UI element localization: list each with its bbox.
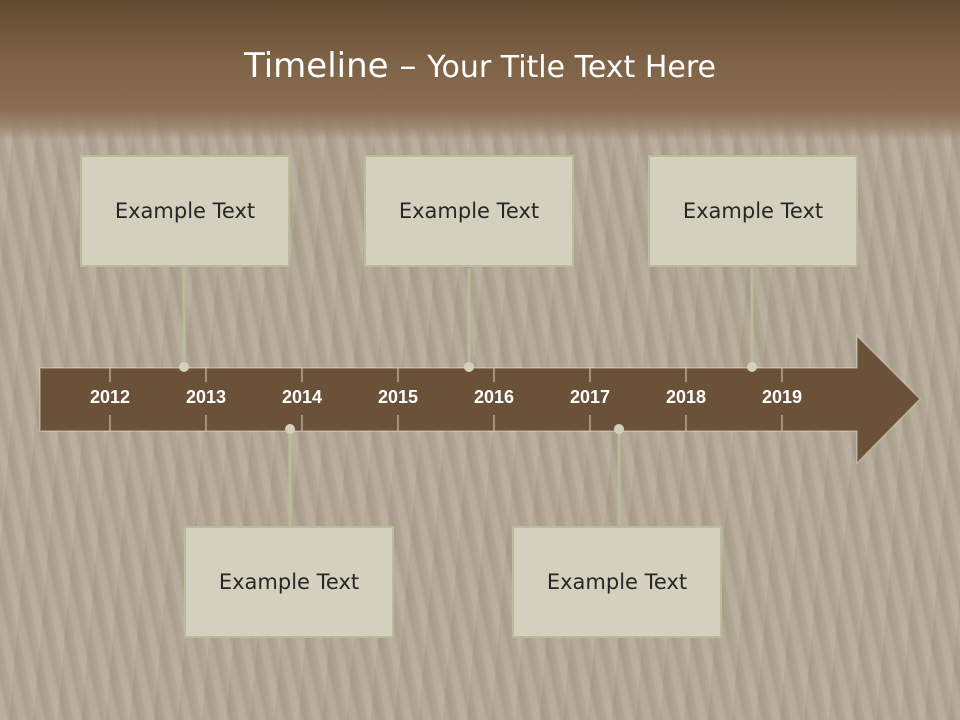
year-label-2018: 2018 [666,387,706,407]
event-box-1[interactable]: Example Text [80,155,290,267]
year-label-2014: 2014 [282,387,322,407]
event-box-2[interactable]: Example Text [364,155,574,267]
connector-dot-3 [747,362,757,372]
year-label-2017: 2017 [570,387,610,407]
connector-dot-5 [614,424,624,434]
event-box-5[interactable]: Example Text [512,526,722,638]
year-label-2013: 2013 [186,387,226,407]
event-text-3: Example Text [682,199,824,223]
timeline-arrow [39,334,922,465]
year-label-2019: 2019 [762,387,802,407]
event-text-1: Example Text [114,199,256,223]
year-label-2016: 2016 [474,387,514,407]
slide-title[interactable]: Timeline – Your Title Text Here [0,44,960,90]
title-bar [0,0,960,140]
year-label-2015: 2015 [378,387,418,407]
event-text-5: Example Text [546,570,688,594]
event-box-3[interactable]: Example Text [648,155,858,267]
event-text-2: Example Text [398,199,540,223]
connector-dot-1 [179,362,189,372]
connector-dot-4 [285,424,295,434]
tick-marks [109,368,783,431]
event-box-4[interactable]: Example Text [184,526,394,638]
title-subtitle: Your Title Text Here [427,50,716,85]
year-label-2012: 2012 [90,387,130,407]
title-dash: – [399,46,417,86]
event-text-4: Example Text [218,570,360,594]
title-main: Timeline [244,46,389,86]
connector-dot-2 [464,362,474,372]
